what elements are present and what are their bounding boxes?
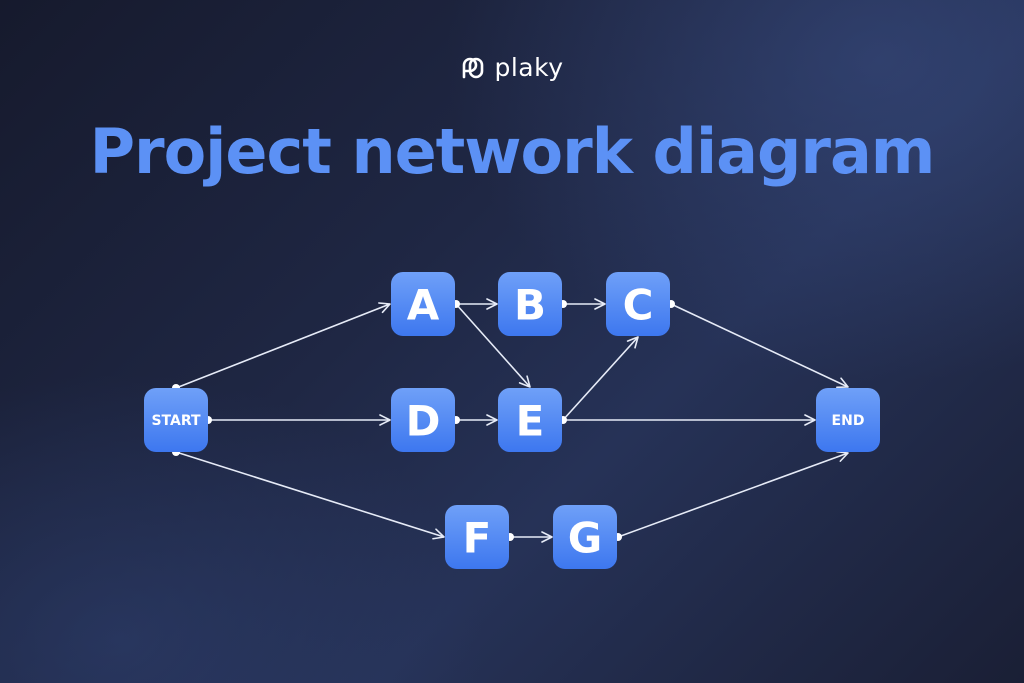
plaky-logo-icon	[463, 57, 484, 79]
node-start: START	[144, 388, 208, 452]
node-g: G	[553, 505, 617, 569]
node-label-b: B	[514, 281, 546, 330]
edge-a-e	[455, 303, 531, 388]
node-label-start: START	[151, 413, 201, 429]
node-label-f: F	[463, 514, 492, 563]
edge-e-c	[562, 336, 639, 421]
node-a: A	[391, 272, 455, 336]
node-b: B	[498, 272, 562, 336]
edge-start-f	[175, 451, 445, 540]
node-box-a	[391, 272, 455, 336]
brand-name: plaky	[494, 53, 564, 82]
node-box-g	[553, 505, 617, 569]
edge-start-a	[175, 302, 391, 389]
node-box-b	[498, 272, 562, 336]
node-box-c	[606, 272, 670, 336]
nodes: START A B C D E F G END	[144, 272, 880, 569]
node-label-end: END	[832, 413, 865, 429]
node-label-c: C	[623, 281, 654, 330]
edges	[175, 298, 849, 543]
node-box-f	[445, 505, 509, 569]
node-box-e	[498, 388, 562, 452]
node-c: C	[606, 272, 670, 336]
node-label-e: E	[516, 397, 545, 446]
node-end: END	[816, 388, 880, 452]
node-d: D	[391, 388, 455, 452]
node-label-g: G	[568, 514, 602, 563]
node-box-start	[144, 388, 208, 452]
node-label-d: D	[406, 397, 441, 446]
node-f: F	[445, 505, 509, 569]
page-title: Project network diagram	[89, 115, 936, 188]
node-e: E	[498, 388, 562, 452]
edge-g-end	[617, 450, 849, 538]
node-label-a: A	[407, 281, 440, 330]
node-box-end	[816, 388, 880, 452]
edge-c-end	[670, 303, 849, 389]
brand: plaky	[0, 53, 1024, 83]
node-box-d	[391, 388, 455, 452]
